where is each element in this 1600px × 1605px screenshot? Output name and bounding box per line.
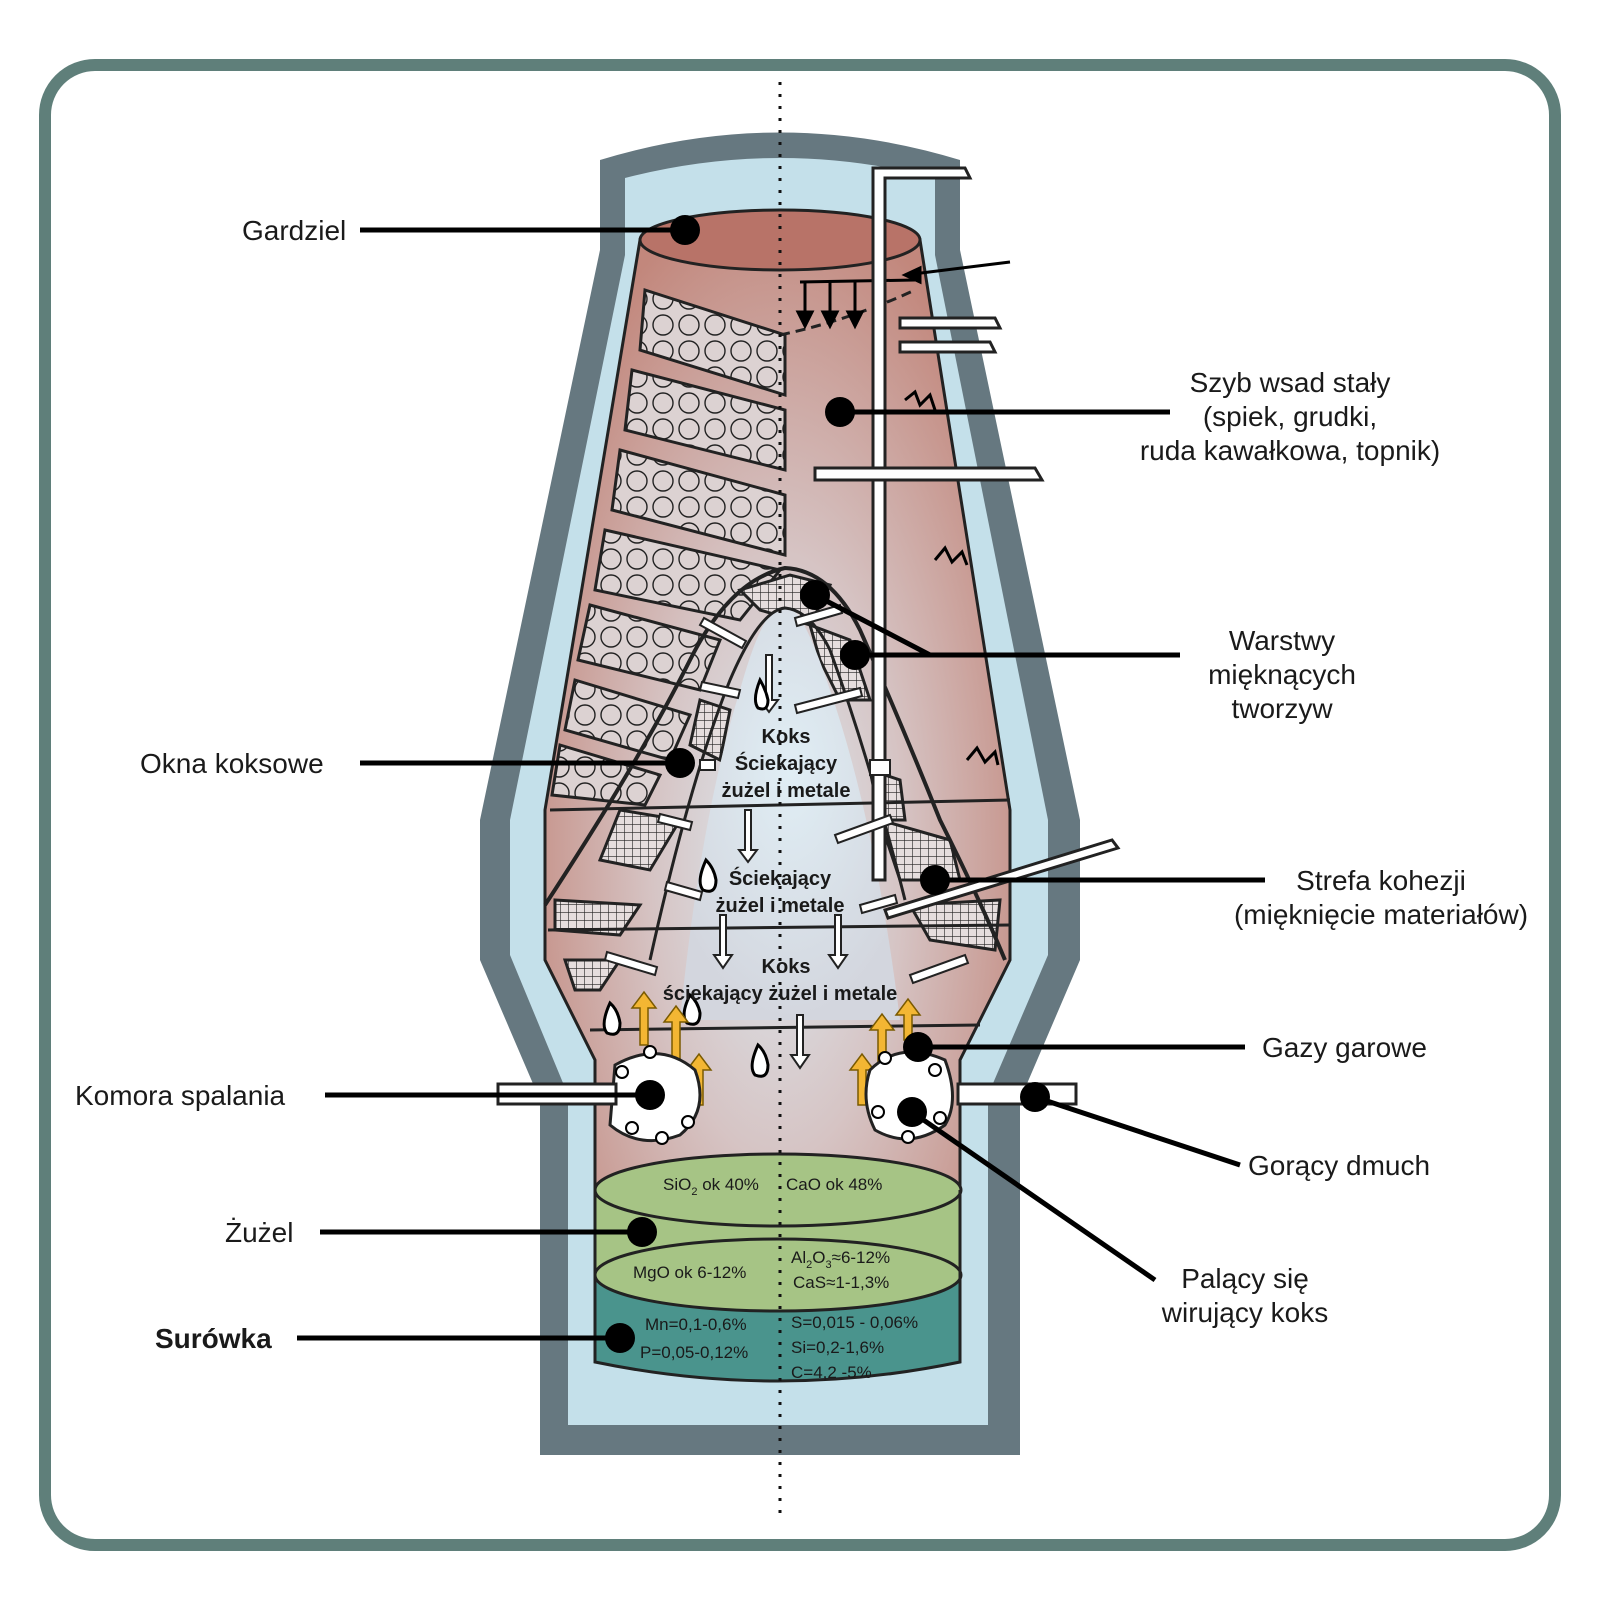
label-szyb-2: (spiek, grudki, xyxy=(1203,401,1377,432)
label-szyb-1: Szyb wsad stały xyxy=(1190,367,1391,398)
inner-koks-1: Koks xyxy=(762,726,811,748)
comp-p: P=0,05-0,12% xyxy=(640,1343,748,1362)
label-szyb-3: ruda kawałkowa, topnik) xyxy=(1140,435,1440,466)
comp-c: C=4,2 -5% xyxy=(791,1363,872,1382)
inner-koks-2: Koks xyxy=(762,956,811,978)
slag-top-ellipse xyxy=(593,1152,963,1228)
tuyere-right xyxy=(956,1082,1078,1106)
leader-dots xyxy=(605,215,1050,1353)
label-okna: Okna koksowe xyxy=(140,748,324,779)
label-strefa-1: Strefa kohezji xyxy=(1296,865,1466,896)
active-coke-zone xyxy=(680,607,900,1020)
charging-arrows xyxy=(795,260,1011,330)
label-palacy-1: Palący się xyxy=(1181,1263,1309,1294)
flow-arrows xyxy=(603,603,970,1070)
inner-sciek-2a: Ściekający xyxy=(729,866,832,890)
comp-sio2: SiO2 ok 40% xyxy=(663,1175,759,1198)
label-gazy: Gazy garowe xyxy=(1262,1032,1427,1063)
crack-marks xyxy=(904,389,1000,766)
comp-s: S=0,015 - 0,06% xyxy=(791,1313,918,1332)
inner-boundary xyxy=(648,606,907,961)
inner-sciek-1b: żużel i metale xyxy=(722,780,851,802)
comp-mn: Mn=0,1-0,6% xyxy=(645,1315,747,1334)
comp-cao: CaO ok 48% xyxy=(786,1175,882,1194)
comp-al2o3: Al2O3≈6-12% xyxy=(791,1248,890,1271)
cohesive-boundary xyxy=(543,565,1007,961)
charge-layers xyxy=(550,287,787,807)
inner-sciek-2b: żużel i metale xyxy=(716,895,845,917)
raceway-right xyxy=(864,1050,954,1144)
comp-cas: CaS≈1-1,3% xyxy=(793,1273,889,1292)
label-gardziel: Gardziel xyxy=(242,215,346,246)
label-strefa-2: (mięknięcie materiałów) xyxy=(1234,899,1528,930)
inner-sciek-1a: Ściekający xyxy=(735,751,838,775)
leader-lines xyxy=(297,227,1265,1341)
droplets xyxy=(602,676,770,1078)
label-goracy: Gorący dmuch xyxy=(1248,1150,1430,1181)
label-warstwy-2: mięknących xyxy=(1208,659,1356,690)
inner-sciek-3: ściekający żużel i metale xyxy=(663,983,898,1005)
comp-mgo: MgO ok 6-12% xyxy=(633,1263,746,1282)
label-warstwy-1: Warstwy xyxy=(1229,625,1335,656)
label-warstwy-3: tworzyw xyxy=(1231,693,1333,724)
label-komora: Komora spalania xyxy=(75,1080,286,1111)
probe-pipe xyxy=(871,166,973,882)
comp-si: Si=0,2-1,6% xyxy=(791,1338,884,1357)
label-surowka: Surówka xyxy=(155,1323,272,1354)
label-palacy-2: wirujący koks xyxy=(1161,1297,1328,1328)
label-zuzel: Żużel xyxy=(225,1217,293,1248)
